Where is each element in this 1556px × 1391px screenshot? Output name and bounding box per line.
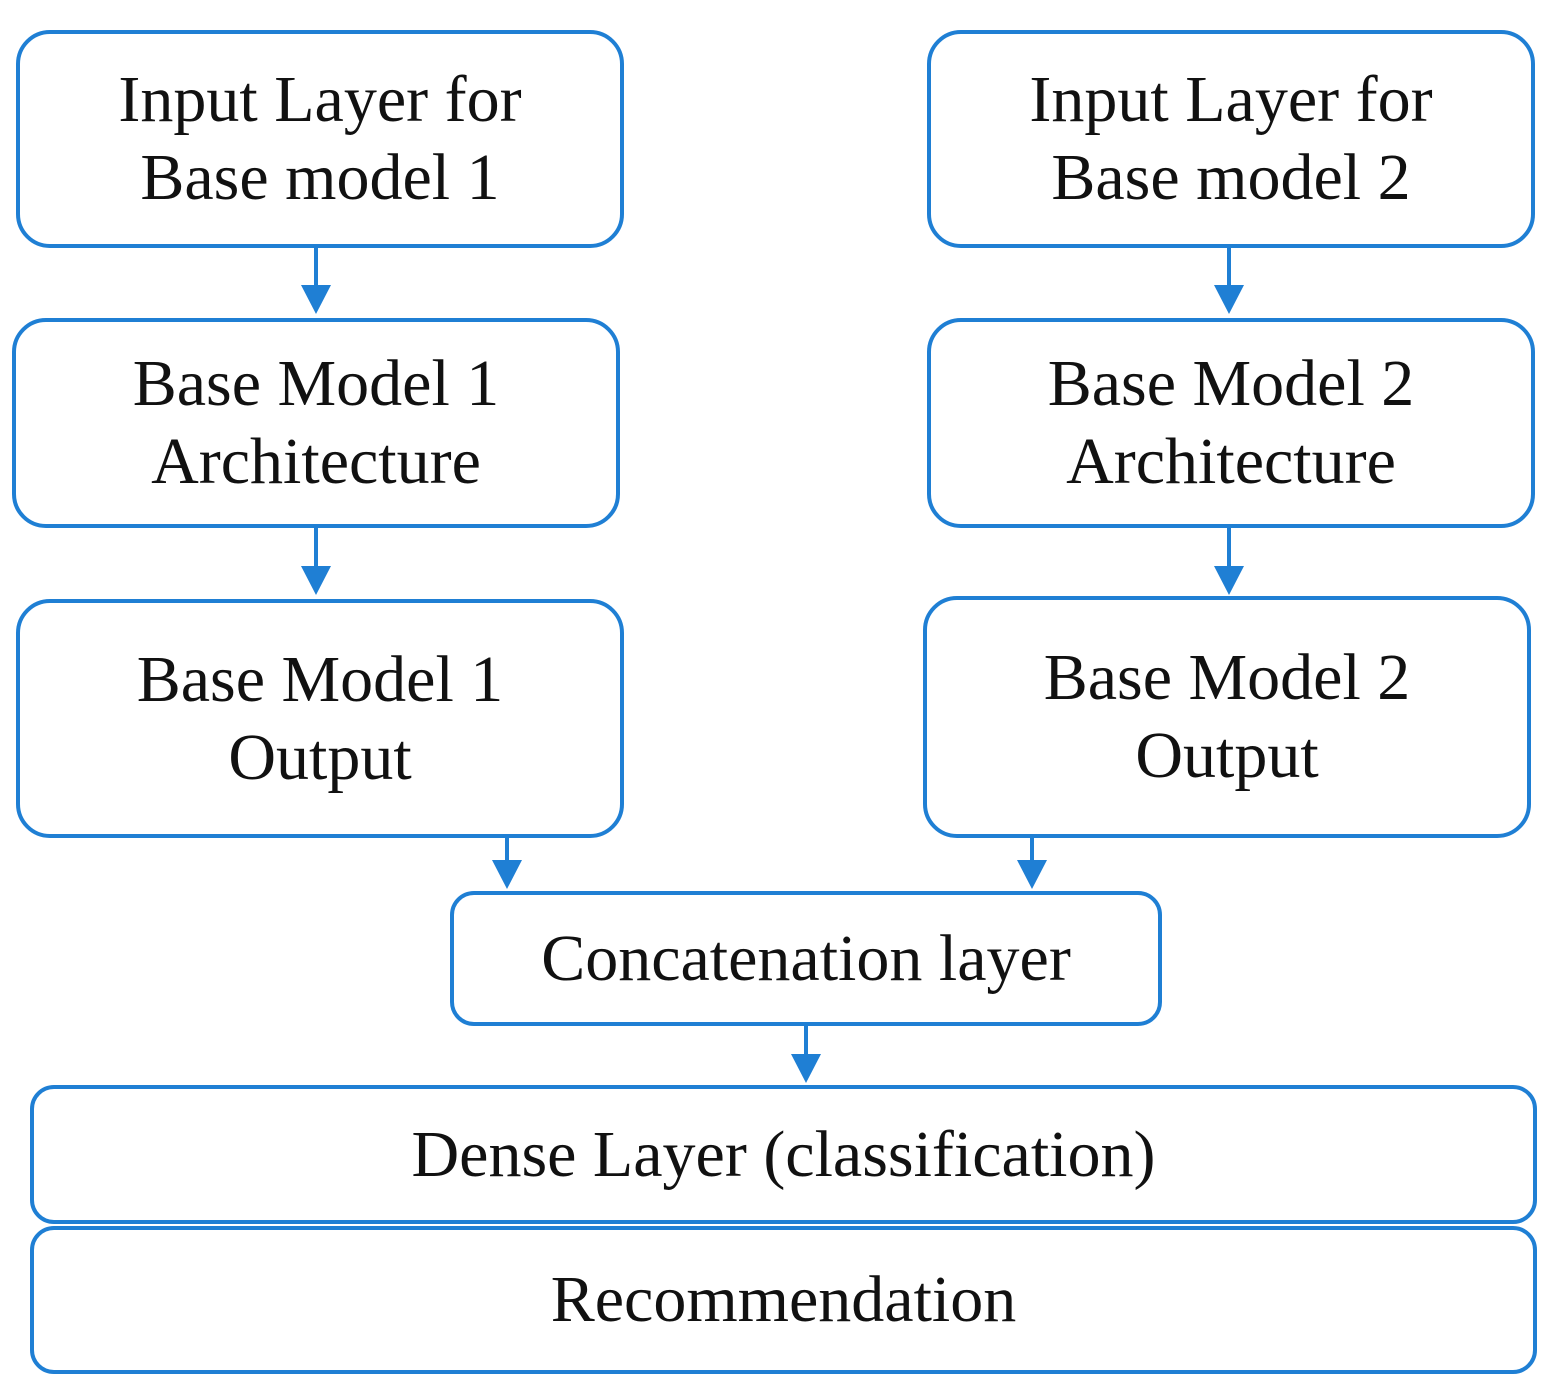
arch-2-line2: Architecture — [1066, 425, 1396, 498]
output-2-line1: Base Model 2 — [1043, 641, 1411, 714]
output-1-line2: Output — [228, 720, 412, 794]
arrow-output2-to-concat — [1017, 838, 1047, 889]
arrow-input2-to-arch2 — [1214, 248, 1244, 314]
arrow-output1-to-concat — [492, 838, 522, 889]
arch-1-line1: Base Model 1 — [132, 347, 500, 420]
output-2-line2: Output — [1135, 719, 1319, 792]
dense-layer-box: Dense Layer (classification) — [30, 1085, 1537, 1224]
base-model-2-output-box: Base Model 2 Output — [923, 596, 1531, 838]
base-model-2-architecture-box: Base Model 2 Architecture — [927, 318, 1535, 528]
base-model-1-architecture-box: Base Model 1 Architecture — [12, 318, 620, 528]
input-layer-2-line1: Input Layer for — [1029, 63, 1433, 136]
base-model-1-output-box: Base Model 1 Output — [16, 599, 624, 838]
input-layer-1-line2: Base model 1 — [140, 141, 500, 214]
arrow-concat-to-dense — [791, 1026, 821, 1083]
arch-1-line2: Architecture — [151, 425, 481, 498]
recommendation-box: Recommendation — [30, 1226, 1537, 1374]
input-layer-1-line1: Input Layer for — [118, 63, 522, 136]
arrow-arch1-to-output1 — [301, 528, 331, 595]
arch-2-line1: Base Model 2 — [1047, 347, 1415, 420]
concatenation-layer-label: Concatenation layer — [541, 921, 1071, 995]
concatenation-layer-box: Concatenation layer — [450, 891, 1162, 1026]
output-1-line1: Base Model 1 — [136, 642, 504, 716]
recommendation-label: Recommendation — [550, 1263, 1017, 1336]
input-layer-1-box: Input Layer for Base model 1 — [16, 30, 624, 248]
input-layer-2-box: Input Layer for Base model 2 — [927, 30, 1535, 248]
dense-layer-label: Dense Layer (classification) — [411, 1117, 1156, 1191]
arrow-input1-to-arch1 — [301, 248, 331, 314]
arrow-arch2-to-output2 — [1214, 528, 1244, 595]
input-layer-2-line2: Base model 2 — [1051, 141, 1411, 214]
